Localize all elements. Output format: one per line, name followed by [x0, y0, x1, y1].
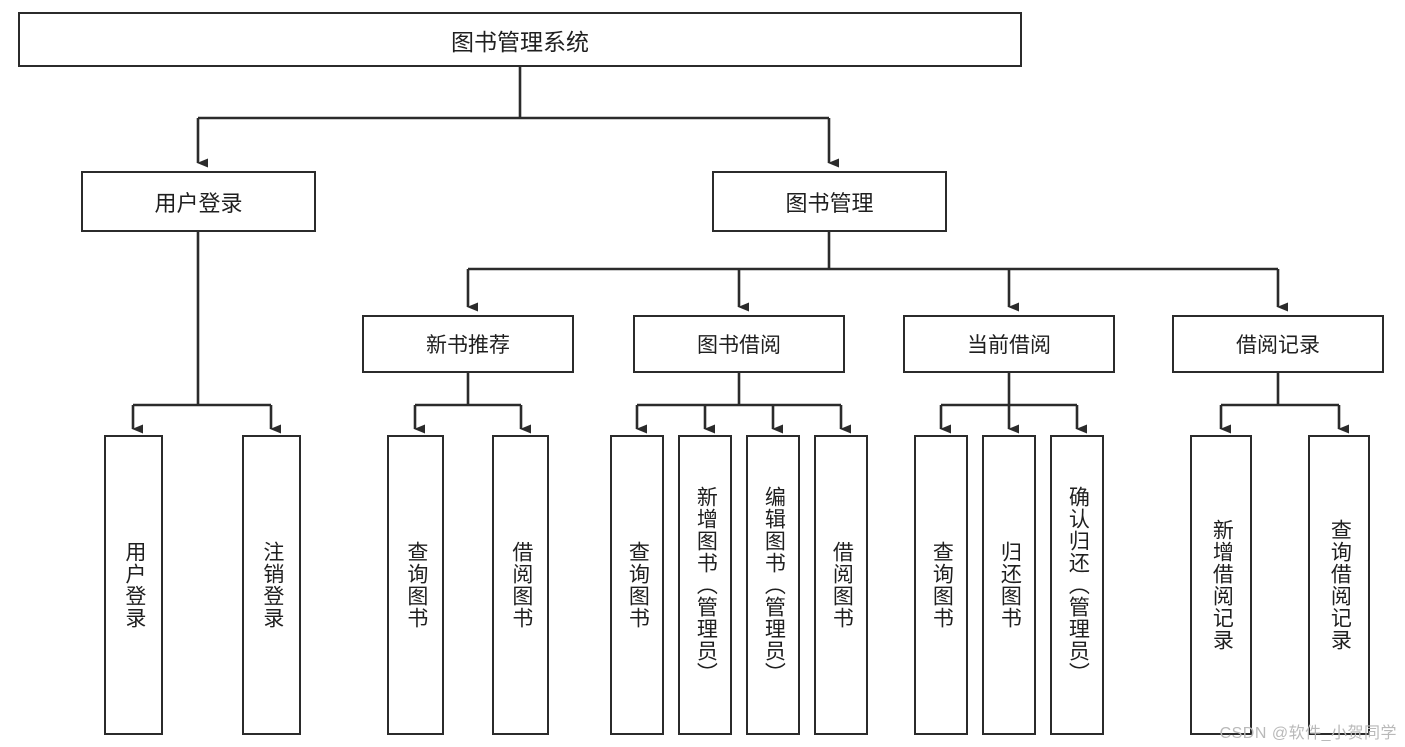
- node-current-borrow[interactable]: 当前借阅: [903, 315, 1115, 373]
- leaf-query-book-1-label: 查询图书: [404, 541, 428, 629]
- leaf-borrow-book-1-label: 借阅图书: [509, 541, 533, 629]
- node-user-login-label: 用户登录: [154, 190, 243, 216]
- leaf-query-book-2-label: 查询图书: [626, 541, 650, 629]
- leaf-edit-book[interactable]: 编辑图书（管理员）: [746, 435, 800, 735]
- node-root-label: 图书管理系统: [451, 28, 589, 55]
- leaf-borrow-book-1[interactable]: 借阅图书: [492, 435, 549, 735]
- leaf-confirm-return[interactable]: 确认归还（管理员）: [1050, 435, 1104, 735]
- leaf-add-record-label: 新增借阅记录: [1210, 519, 1234, 651]
- leaf-query-book-2[interactable]: 查询图书: [610, 435, 664, 735]
- node-new-book-rec-label: 新书推荐: [426, 334, 510, 357]
- leaf-query-record-label: 查询借阅记录: [1328, 519, 1352, 651]
- node-current-borrow-label: 当前借阅: [967, 334, 1051, 357]
- leaf-confirm-return-label: 确认归还（管理员）: [1066, 486, 1090, 684]
- node-book-borrow-label: 图书借阅: [697, 334, 781, 357]
- node-book-manage-label: 图书管理: [785, 190, 874, 216]
- node-book-borrow[interactable]: 图书借阅: [633, 315, 845, 373]
- leaf-user-login[interactable]: 用户登录: [104, 435, 163, 735]
- leaf-return-book[interactable]: 归还图书: [982, 435, 1036, 735]
- node-root[interactable]: 图书管理系统: [18, 12, 1022, 67]
- leaf-borrow-book-2[interactable]: 借阅图书: [814, 435, 868, 735]
- leaf-user-login-label: 用户登录: [122, 541, 146, 629]
- node-user-login[interactable]: 用户登录: [81, 171, 316, 232]
- leaf-logout-label: 注销登录: [260, 541, 284, 629]
- node-book-manage[interactable]: 图书管理: [712, 171, 947, 232]
- leaf-query-book-3[interactable]: 查询图书: [914, 435, 968, 735]
- leaf-query-record[interactable]: 查询借阅记录: [1308, 435, 1370, 735]
- leaf-return-book-label: 归还图书: [998, 541, 1022, 629]
- leaf-query-book-1[interactable]: 查询图书: [387, 435, 444, 735]
- node-new-book-rec[interactable]: 新书推荐: [362, 315, 574, 373]
- leaf-borrow-book-2-label: 借阅图书: [830, 541, 854, 629]
- leaf-edit-book-label: 编辑图书（管理员）: [762, 486, 786, 684]
- node-borrow-record[interactable]: 借阅记录: [1172, 315, 1384, 373]
- leaf-logout[interactable]: 注销登录: [242, 435, 301, 735]
- node-borrow-record-label: 借阅记录: [1236, 334, 1320, 357]
- leaf-add-book[interactable]: 新增图书（管理员）: [678, 435, 732, 735]
- leaf-add-record[interactable]: 新增借阅记录: [1190, 435, 1252, 735]
- leaf-query-book-3-label: 查询图书: [930, 541, 954, 629]
- leaf-add-book-label: 新增图书（管理员）: [694, 486, 718, 684]
